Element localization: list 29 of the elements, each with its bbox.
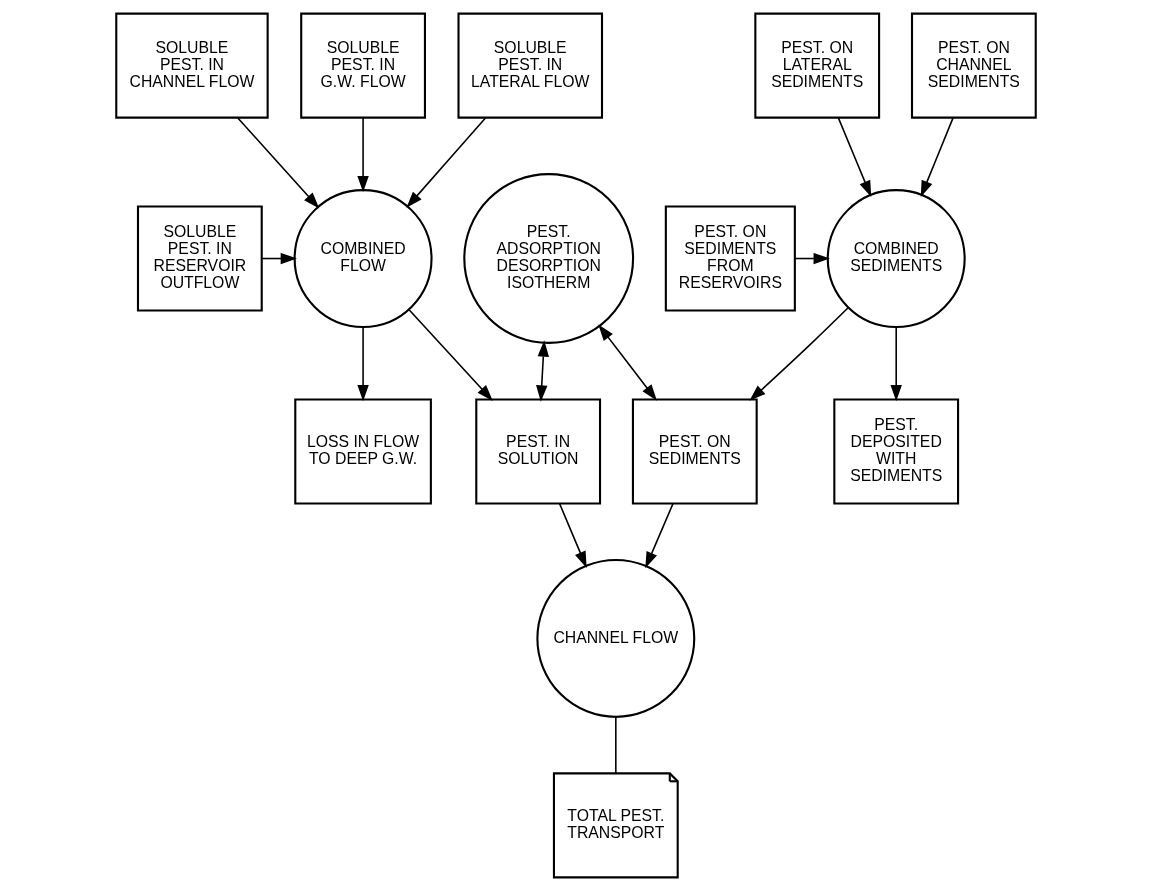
node-box: PEST. IN SOLUTION (474, 398, 601, 505)
arrow (261, 252, 297, 265)
node-box: LOSS IN FLOW TO DEEP G.W. (293, 398, 432, 505)
node-box: PEST. ON LATERAL SEDIMENTS (753, 12, 880, 119)
node-box: SOLUBLE PEST. IN CHANNEL FLOW (114, 12, 269, 119)
arrow (597, 324, 657, 401)
arrow (793, 252, 830, 265)
arrow (236, 117, 319, 209)
arrow (748, 306, 849, 401)
node-circle: CHANNEL FLOW (535, 558, 695, 718)
arrow (356, 117, 369, 193)
arrow (920, 117, 954, 198)
node-box: SOLUBLE PEST. IN LATERAL FLOW (456, 12, 603, 119)
arrow (837, 117, 871, 198)
arrow (356, 326, 369, 402)
arrow (889, 326, 902, 402)
arrow (407, 309, 493, 401)
node-box: SOLUBLE PEST. IN G.W. FLOW (299, 12, 426, 119)
node-box: PEST. DEPOSITED WITH SEDIMENTS (832, 398, 959, 505)
node-box: PEST. ON CHANNEL SEDIMENTS (910, 12, 1037, 119)
node-box: PEST. ON SEDIMENTS (631, 398, 758, 505)
arrow (644, 502, 674, 569)
node-box: SOLUBLE PEST. IN RESERVOIR OUTFLOW (136, 205, 263, 312)
arrow (405, 117, 486, 208)
node-box: PEST. ON SEDIMENTS FROM RESERVOIRS (664, 205, 796, 312)
arrow (558, 502, 587, 568)
arrow (535, 340, 549, 402)
node-circle: COMBINED SEDIMENTS (826, 189, 966, 329)
connector (614, 716, 617, 774)
